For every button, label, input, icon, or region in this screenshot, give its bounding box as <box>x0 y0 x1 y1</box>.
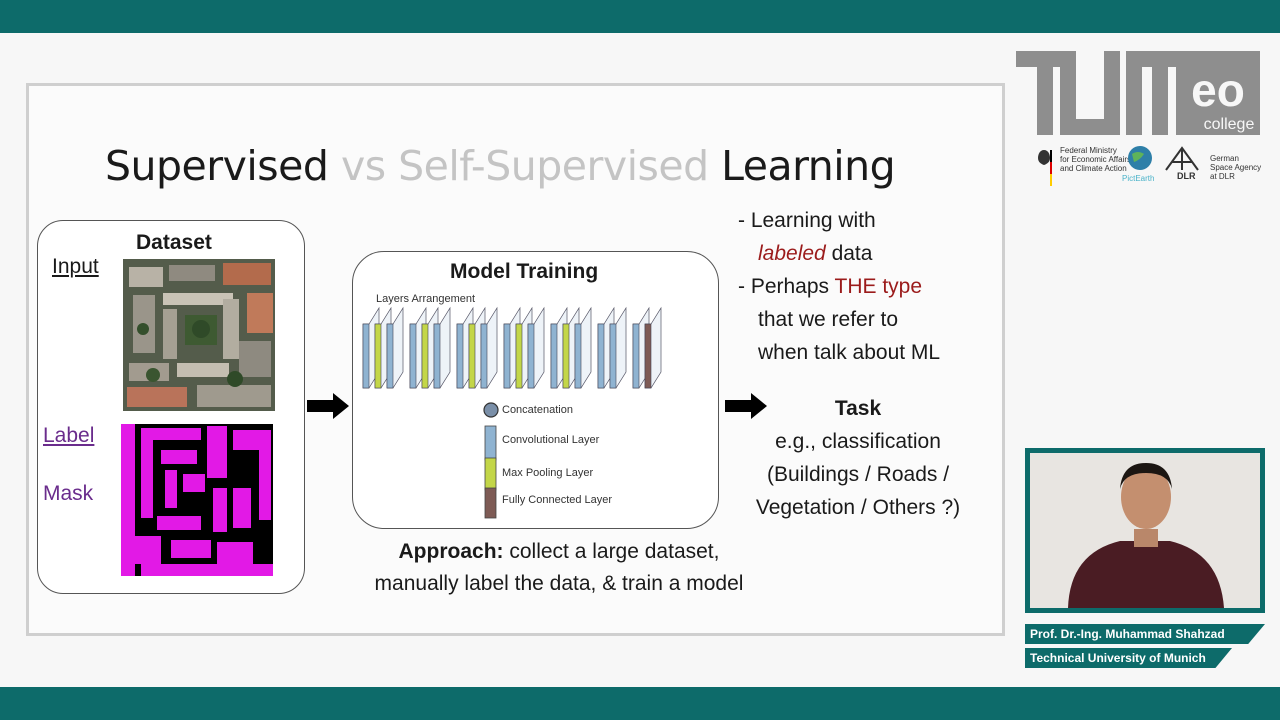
legend-concatenation: Concatenation <box>502 404 573 416</box>
task-line-3: Vegetation / Others ?) <box>755 496 961 519</box>
speaker-portrait <box>1030 453 1260 608</box>
svg-text:eo: eo <box>1191 64 1245 116</box>
layer-face <box>480 323 488 389</box>
svg-text:college: college <box>1204 116 1255 133</box>
layer-face <box>433 323 441 389</box>
task-line-1: e.g., classification <box>775 430 941 453</box>
speaker-name-bar: Prof. Dr.-Ing. Muhammad Shahzad <box>1025 624 1265 644</box>
layer-face <box>374 323 382 389</box>
bullet-2-line1: - Perhaps THE type <box>738 275 923 298</box>
layer-face <box>597 323 605 389</box>
ministry-text: Federal Ministry for Economic Affairs an… <box>1060 146 1131 173</box>
bullet-1-line2: labeled data <box>758 242 873 265</box>
globe-icon <box>1128 146 1152 170</box>
layer-face <box>409 323 417 389</box>
input-label: Input <box>52 255 99 278</box>
partner-logos: Federal Ministry for Economic Affairs an… <box>1030 142 1270 194</box>
layer-face <box>468 323 476 389</box>
mask-caption: Mask <box>43 482 94 505</box>
layer-face <box>562 323 570 389</box>
layer-face <box>515 323 523 389</box>
layer-face <box>421 323 429 389</box>
layer-face <box>632 323 640 389</box>
speaker-affiliation-bar: Technical University of Munich <box>1025 648 1232 668</box>
dlr-logo-icon <box>1165 146 1199 171</box>
cnn-layers-diagram <box>362 306 662 389</box>
bullet-1-line1: - Learning with <box>738 209 876 232</box>
approach-text: Approach: collect a large dataset, manua… <box>374 540 744 595</box>
arrow-right-icon <box>725 393 767 419</box>
task-title: Task <box>834 397 882 420</box>
picto-earth-text: PictEarth <box>1122 174 1155 183</box>
task-block: Task e.g., classification (Buildings / R… <box>729 392 987 524</box>
layer-face <box>527 323 535 389</box>
tum-eo-college-logo: eo college <box>1016 51 1260 135</box>
legend-icons <box>483 402 499 519</box>
bullet-2-line2: that we refer to <box>758 308 899 331</box>
layer-face <box>644 323 652 389</box>
slide-canvas: Supervised vs Self-Supervised Learning D… <box>26 83 1005 636</box>
agency-text: German Space Agency at DLR <box>1210 154 1262 181</box>
arrow-right-icon <box>307 393 349 419</box>
top-band <box>0 0 1280 33</box>
layer-face <box>362 323 370 389</box>
label-caption: Label <box>43 424 95 447</box>
dlr-text: DLR <box>1177 171 1196 181</box>
building-mask-image <box>121 424 273 576</box>
aerial-image <box>123 259 275 411</box>
layer-face <box>574 323 582 389</box>
layers-caption: Layers Arrangement <box>376 293 476 305</box>
eagle-emblem-icon <box>1038 150 1052 186</box>
bullet-2-line3: when talk about ML <box>758 341 941 364</box>
legend-conv: Convolutional Layer <box>502 434 600 446</box>
layer-face <box>456 323 464 389</box>
dataset-title: Dataset <box>136 231 212 254</box>
layer-face <box>503 323 511 389</box>
model-training-panel: Model Training Layers Arrangement Concat… <box>352 251 719 529</box>
layer-face <box>550 323 558 389</box>
layer-face <box>386 323 394 389</box>
legend-pooling: Max Pooling Layer <box>502 467 594 479</box>
dataset-panel: Dataset Input <box>37 220 305 594</box>
slide-title: Supervised vs Self-Supervised Learning <box>105 142 896 190</box>
bullet-list: - Learning with labeled data - Perhaps T… <box>738 204 940 369</box>
layer-face <box>609 323 617 389</box>
legend-fc: Fully Connected Layer <box>502 494 613 506</box>
speaker-video <box>1025 448 1265 613</box>
bottom-band <box>0 687 1280 720</box>
model-training-title: Model Training <box>450 260 599 283</box>
task-line-2: (Buildings / Roads / <box>766 463 950 486</box>
